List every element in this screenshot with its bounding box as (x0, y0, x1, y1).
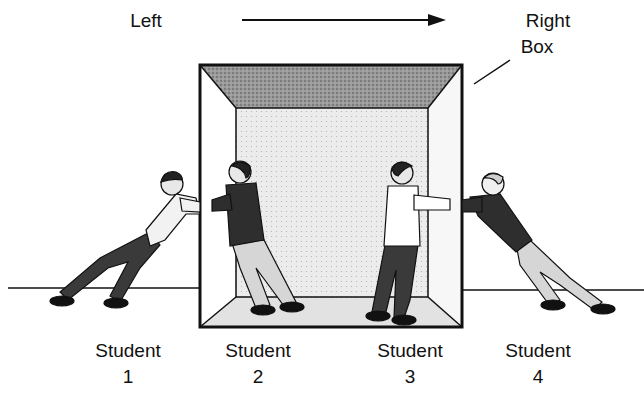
shoe (366, 311, 390, 321)
box-right-wall (428, 65, 462, 327)
callout-label: Box (521, 34, 554, 60)
direction-label: Left (130, 8, 162, 34)
student-label: Student 1 (91, 338, 165, 390)
head (229, 161, 251, 183)
arm (212, 194, 232, 211)
box-edge (200, 297, 236, 327)
head (391, 162, 413, 184)
box-frame (200, 65, 462, 327)
direction-arrow (242, 14, 446, 26)
shirt (226, 183, 264, 246)
pants (372, 245, 418, 318)
shoe (50, 296, 74, 306)
student-label: Student 2 (221, 338, 295, 390)
shoe (392, 315, 416, 325)
arm (462, 197, 482, 212)
pants (515, 238, 602, 310)
box-edge (200, 65, 236, 108)
box-edges (200, 65, 462, 327)
hair (392, 162, 412, 176)
arm (180, 198, 200, 212)
shirt (146, 194, 200, 246)
student-figure (212, 161, 304, 315)
student-figure (366, 162, 450, 325)
hair (484, 174, 503, 184)
pants (60, 232, 160, 302)
student-figure (462, 173, 615, 314)
arrow-head (428, 14, 446, 26)
box-illustration (200, 65, 462, 327)
box-left-wall (200, 65, 236, 327)
shoe (280, 302, 304, 312)
box-edge (428, 297, 462, 327)
box-ceiling (200, 65, 462, 108)
leader-line (474, 60, 510, 84)
shoe (541, 300, 565, 310)
shoe (104, 298, 128, 308)
student-label: Student 3 (373, 338, 447, 390)
arrow-shaft (242, 19, 430, 21)
hair (161, 172, 182, 182)
box-floor (200, 297, 462, 327)
ground-line (8, 287, 200, 289)
student-figure (50, 172, 200, 308)
head (482, 173, 504, 195)
direction-label: Right (526, 8, 570, 34)
arm (414, 195, 450, 210)
shoe (251, 305, 275, 315)
box-edge (428, 65, 462, 108)
pants (232, 240, 296, 308)
hair (232, 162, 250, 178)
shoe (591, 304, 615, 314)
student-label: Student 4 (501, 338, 575, 390)
